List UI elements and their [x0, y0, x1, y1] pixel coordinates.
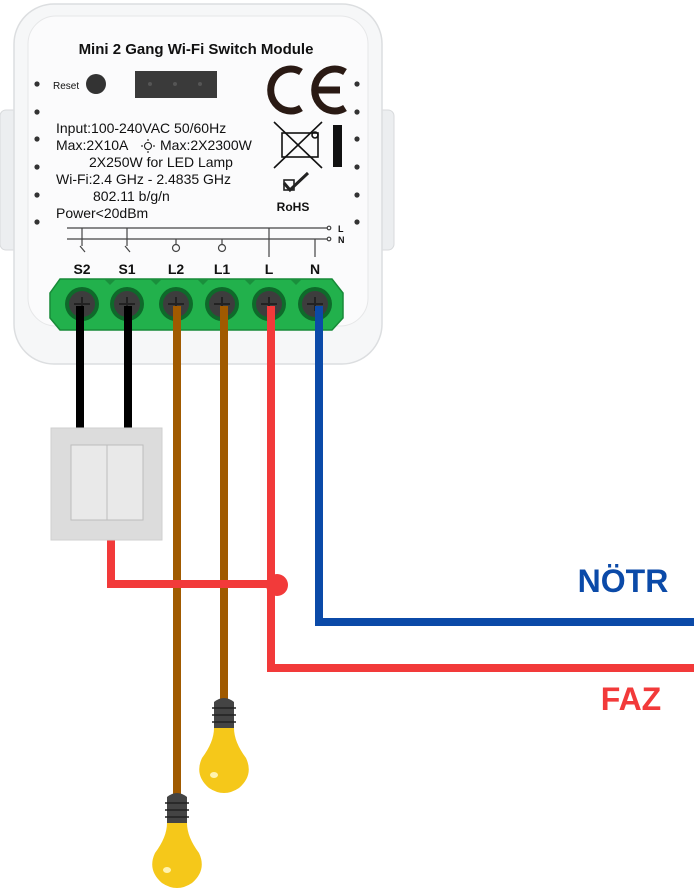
terminal-label-l: L — [265, 261, 274, 277]
wall-switch[interactable] — [50, 427, 163, 541]
spec-max-current: Max:2X10A — [56, 137, 129, 153]
terminal-label-l1: L1 — [214, 261, 231, 277]
vent-dots-right — [354, 81, 360, 225]
spec-max-power: Max:2X2300W — [160, 137, 253, 153]
bus-lines — [67, 225, 332, 257]
terminal-label-s1: S1 — [118, 261, 135, 277]
lamp-symbol-icon — [141, 139, 155, 153]
wire-switch-common — [107, 540, 277, 588]
phase-label: FAZ — [601, 681, 661, 717]
weee-bar — [333, 125, 342, 167]
neutral-label: NÖTR — [578, 563, 669, 599]
bus-label-n: N — [338, 235, 345, 245]
bus-label-l: L — [338, 224, 344, 234]
vent-dots-left — [34, 81, 40, 225]
reset-label: Reset — [53, 81, 79, 92]
wires — [76, 306, 694, 800]
switch-rocker-right[interactable] — [106, 444, 144, 521]
rohs-label: RoHS — [277, 200, 310, 214]
module-title: Mini 2 Gang Wi-Fi Switch Module — [79, 41, 314, 58]
spec-wifi-standard: 802.11 b/g/n — [93, 188, 170, 204]
light-bulb-icon — [199, 698, 249, 793]
terminal-block — [49, 278, 344, 331]
switch-rocker-left[interactable] — [70, 444, 108, 521]
wire-junction — [266, 574, 288, 596]
spec-power: Power<20dBm — [56, 205, 148, 221]
spec-wifi: Wi-Fi:2.4 GHz - 2.4835 GHz — [56, 171, 231, 187]
rohs-check-icon — [282, 171, 310, 193]
terminal-label-l2: L2 — [168, 261, 185, 277]
switch-module: Mini 2 Gang Wi-Fi Switch Module Reset In… — [0, 3, 395, 365]
terminal-label-n: N — [310, 261, 320, 277]
wire-phase — [267, 306, 694, 672]
reset-button[interactable] — [86, 74, 106, 94]
terminal-label-s2: S2 — [73, 261, 90, 277]
wire-neutral — [315, 306, 694, 626]
light-bulb-icon — [152, 793, 202, 888]
weee-bin-icon — [273, 121, 323, 169]
spec-led-lamp: 2X250W for LED Lamp — [89, 154, 233, 170]
terminal-screws — [65, 287, 332, 321]
ce-mark-icon — [267, 65, 347, 115]
spec-input: Input:100-240VAC 50/60Hz — [56, 120, 226, 136]
